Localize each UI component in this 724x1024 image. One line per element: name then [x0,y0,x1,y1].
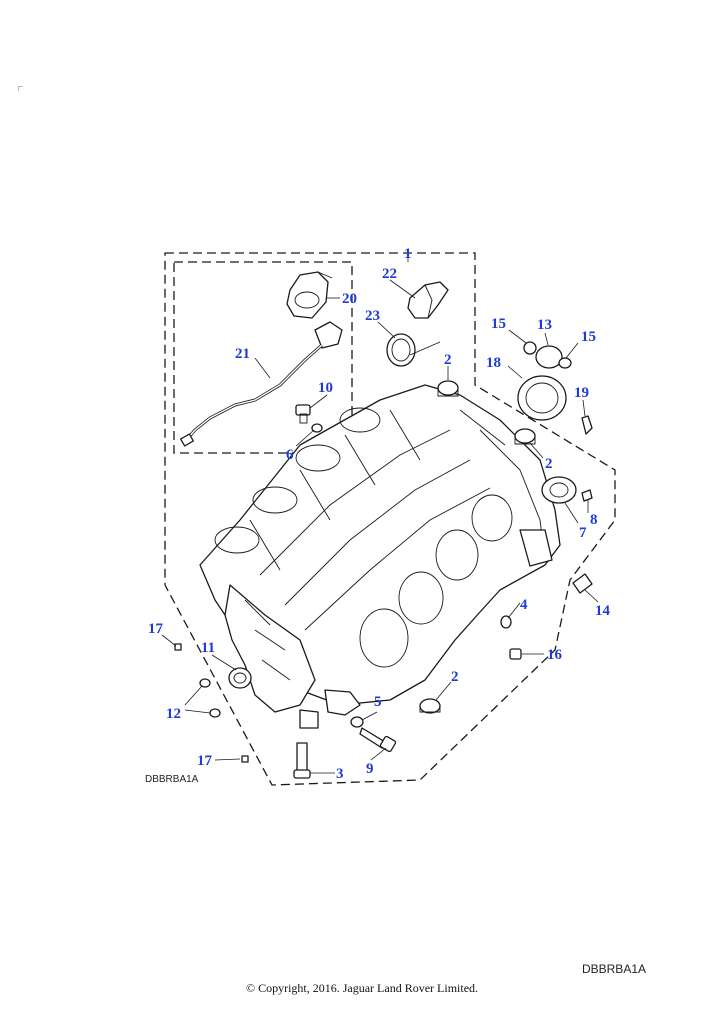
coolant-elbow [228,667,252,689]
plug-15-right [558,357,572,369]
callout-18: 18 [486,355,501,371]
clip-8 [581,489,593,502]
callout-2-right: 2 [545,456,553,472]
plug-2-lower [419,698,441,714]
bolt-9 [359,727,397,753]
bolt-10 [295,404,311,424]
callout-1: 1 [404,246,412,262]
callout-4: 4 [520,597,528,613]
crankshaft-seal [517,375,567,421]
callout-22: 22 [382,266,397,282]
plug-2-right [514,428,536,445]
washer-6 [311,423,323,433]
callout-17-upper: 17 [148,621,164,637]
callouts: 1 2 2 2 3 4 5 6 7 8 9 10 11 12 13 14 15 … [148,246,611,782]
callout-2-lower: 2 [451,669,459,685]
plug-16 [509,648,522,660]
cable-tie [386,333,441,367]
callout-20: 20 [342,291,357,307]
washer-5 [350,716,364,728]
callout-17-lower: 17 [197,753,213,769]
dipstick [180,321,343,447]
callout-16: 16 [547,647,563,663]
callout-21: 21 [235,346,250,362]
callout-15-right: 15 [581,329,596,345]
o-ring-12-upper [199,678,211,688]
pin-19 [581,415,593,435]
callout-9: 9 [366,761,374,777]
callout-15-left: 15 [491,316,506,332]
sensor-7 [541,476,577,504]
callout-14: 14 [595,603,611,619]
clip [407,281,449,319]
plug-2-upper [437,380,459,397]
callout-2-upper: 2 [444,352,452,368]
leader-lines [161,253,599,774]
cap-13 [535,345,563,369]
assembly-boundary [164,252,616,786]
crop-mark-top-left [18,86,23,91]
bolt-3 [293,742,311,779]
plug-15-left [523,341,537,355]
dipstick-tube-cap [286,271,333,319]
callout-7: 7 [579,525,587,541]
callout-5: 5 [374,694,382,710]
callout-19: 19 [574,385,589,401]
o-ring-12-lower [209,708,221,718]
callout-8: 8 [590,512,598,528]
dowel-4 [500,615,512,629]
callout-6: 6 [286,447,294,463]
drawing-code-footer: DBBRBA1A [581,962,646,976]
dowel-14 [572,573,593,594]
copyright-notice: © Copyright, 2016. Jaguar Land Rover Lim… [245,981,479,995]
cylinder-block [199,384,561,729]
callout-12: 12 [166,706,181,722]
drawing-code-inner: DBBRBA1A [145,774,199,785]
callout-10: 10 [318,380,333,396]
callout-3: 3 [336,766,344,782]
callout-11: 11 [201,640,215,656]
callout-13: 13 [537,317,552,333]
dowel-17-upper [174,643,182,651]
dowel-17-lower [241,755,249,763]
callout-23: 23 [365,308,380,324]
